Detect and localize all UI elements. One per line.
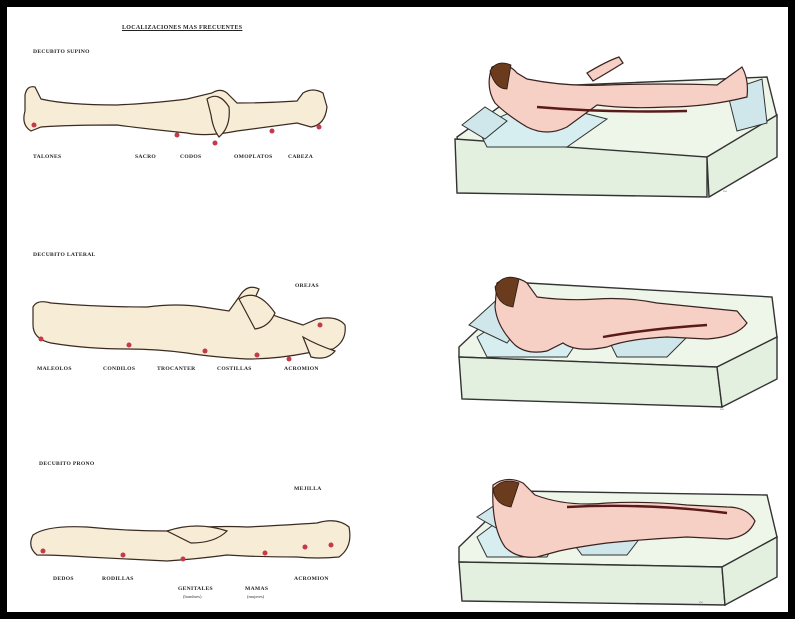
- pressure-point: [41, 549, 46, 554]
- pressure-point: [213, 141, 218, 146]
- note-women: (mujeres): [247, 594, 264, 599]
- pressure-point: [203, 349, 208, 354]
- label-malleoli: MALEOLOS: [37, 366, 72, 372]
- svg-text:~: ~: [723, 188, 727, 196]
- pressure-point: [255, 353, 260, 358]
- label-knees: RODILLAS: [102, 576, 134, 582]
- pressure-point: [317, 125, 322, 130]
- section-title-lateral: DECUBITO LATERAL: [33, 252, 96, 258]
- supine-figure: [24, 87, 327, 146]
- figure-drawings: ~ ~ ~: [7, 7, 788, 612]
- pressure-point: [32, 123, 37, 128]
- bed-supine: ~: [455, 57, 777, 197]
- note-men: (hombres): [183, 594, 202, 599]
- pressure-point: [121, 553, 126, 558]
- label-elbows: CODOS: [180, 154, 201, 160]
- label-condyles: CONDILOS: [103, 366, 135, 372]
- pressure-point: [181, 557, 186, 562]
- label-ears: OREJAS: [295, 283, 319, 289]
- label-genitals: GENITALES: [178, 586, 213, 592]
- label-cheek: MEJILLA: [294, 486, 322, 492]
- pressure-point: [175, 133, 180, 138]
- label-heels: TALONES: [33, 154, 61, 160]
- label-toes: DEDOS: [53, 576, 74, 582]
- label-head: CABEZA: [288, 154, 313, 160]
- label-acromion-prone: ACROMION: [294, 576, 329, 582]
- pressure-point: [270, 129, 275, 134]
- pressure-point: [127, 343, 132, 348]
- pressure-point: [318, 323, 323, 328]
- section-title-supine: DECUBITO SUPINO: [33, 49, 90, 55]
- bed-lateral: ~: [459, 277, 777, 414]
- label-sacrum: SACRO: [135, 154, 156, 160]
- pressure-point: [263, 551, 268, 556]
- pressure-point: [303, 545, 308, 550]
- prone-figure: [31, 521, 350, 562]
- pressure-point: [287, 357, 292, 362]
- pressure-point: [39, 337, 44, 342]
- bed-prone: ~: [459, 479, 777, 607]
- label-breasts: MAMAS: [245, 586, 268, 592]
- label-trochanter: TROCANTER: [157, 366, 195, 372]
- label-ribs: COSTILLAS: [217, 366, 252, 372]
- lateral-figure: [33, 287, 345, 361]
- section-title-prone: DECUBITO PRONO: [39, 461, 95, 467]
- label-acromion-lateral: ACROMION: [284, 366, 319, 372]
- svg-text:~: ~: [720, 406, 724, 414]
- label-shoulder-blades: OMOPLATOS: [234, 154, 273, 160]
- illustration-sheet: LOCALIZACIONES MAS FRECUENTES: [7, 7, 788, 612]
- svg-text:~: ~: [699, 599, 703, 607]
- pressure-point: [329, 543, 334, 548]
